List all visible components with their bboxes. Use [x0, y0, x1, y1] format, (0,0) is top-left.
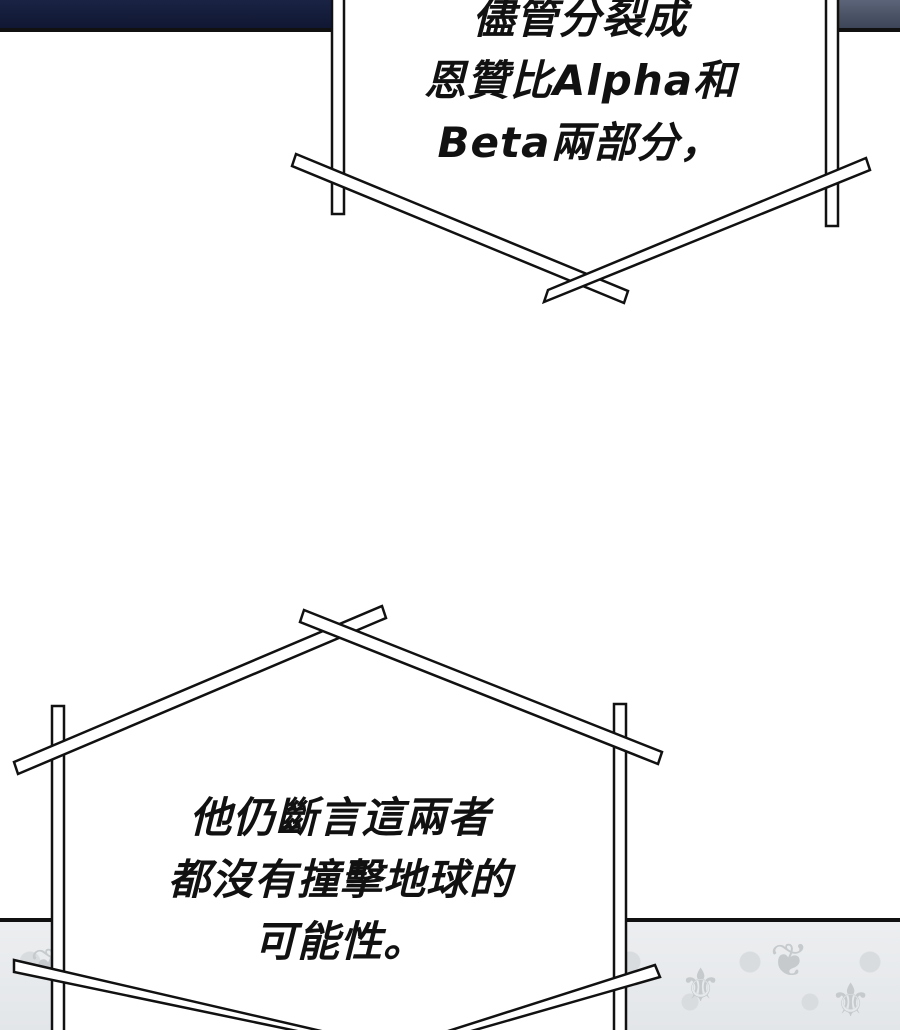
bubble-bottom-text: 他仍斷言這兩者 都沒有撞擊地球的 可能性。 [70, 787, 610, 973]
bubble-top-line: 儘管分裂成 [472, 0, 688, 43]
wallpaper-ornament: ⚜ [680, 958, 722, 1012]
top-panel-dark-clothing [0, 0, 340, 28]
wallpaper-ornament: ⚜ [830, 973, 872, 1027]
bubble-top-line: Beta兩部分， [437, 118, 723, 167]
bubble-bottom-line: 他仍斷言這兩者 [189, 793, 491, 842]
bubble-top-text: 儘管分裂成 恩贊比Alpha和 Beta兩部分， [370, 0, 790, 174]
top-panel-wall [830, 0, 900, 28]
bubble-top-frame [290, 0, 872, 305]
bubble-bottom-line: 都沒有撞擊地球的 [167, 855, 512, 904]
bubble-bottom-line: 可能性。 [253, 917, 426, 966]
wallpaper-ornament: ❦ [770, 933, 809, 987]
bubble-bottom-frame [12, 604, 664, 1030]
bubble-top-line: 恩贊比Alpha和 [423, 56, 737, 105]
